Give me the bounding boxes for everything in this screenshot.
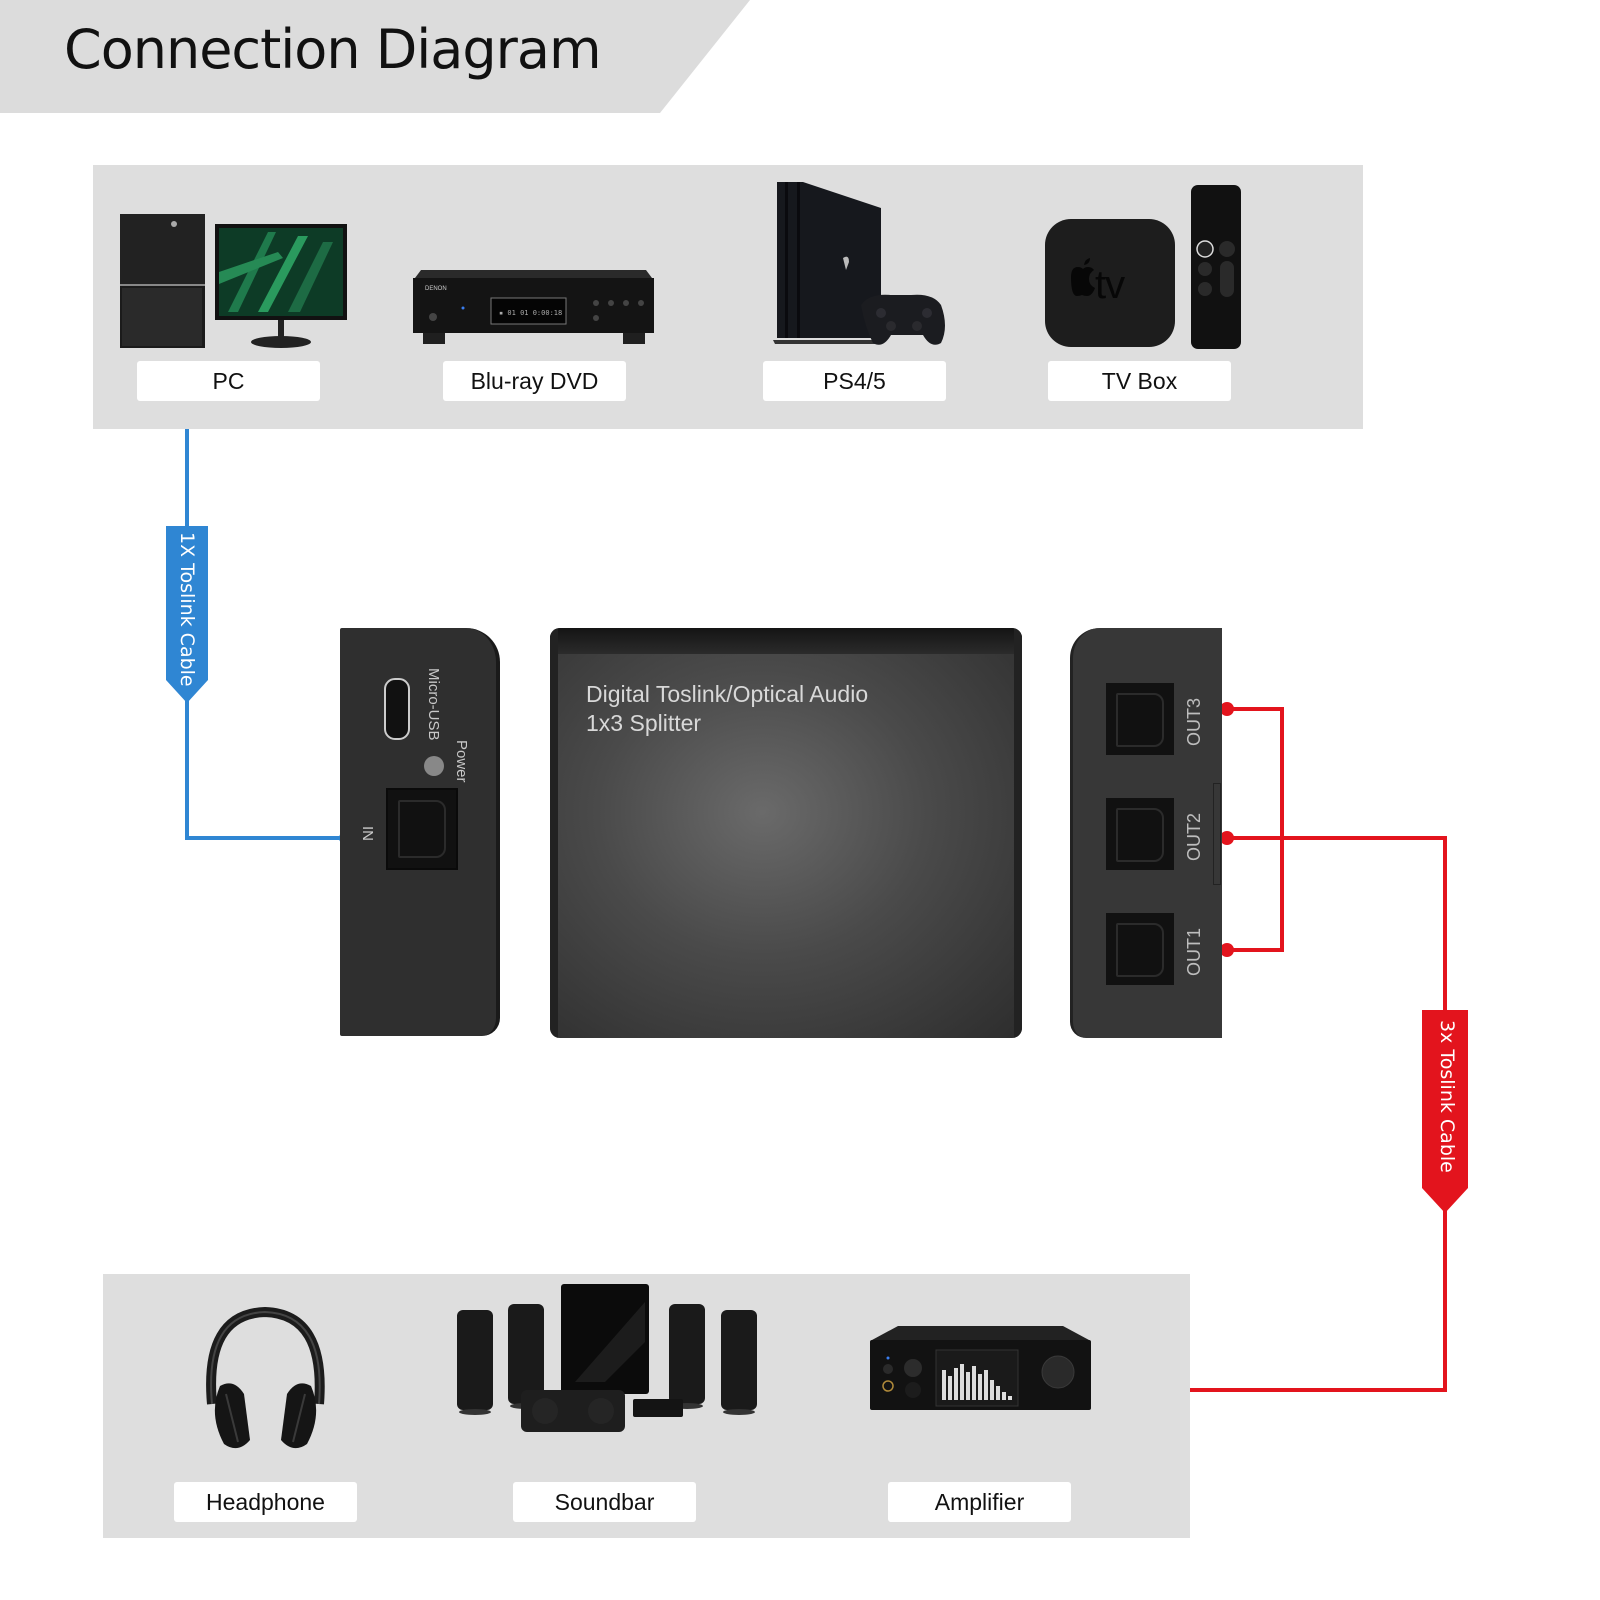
source-label-tvbox: TV Box — [1048, 361, 1231, 401]
source-label-ps: PS4/5 — [763, 361, 946, 401]
tvbox-logo: tv — [1095, 263, 1125, 307]
power-label: Power — [453, 740, 470, 783]
amplifier-icon — [868, 1324, 1093, 1414]
splitter-input-side: Micro-USB Power IN — [340, 628, 500, 1036]
out3-endpoint — [1220, 702, 1234, 716]
output-devices-panel: Headphone Soundbar — [103, 1274, 1190, 1538]
tv-box-icon: tv — [1043, 185, 1243, 350]
output-label-headphone: Headphone — [174, 1482, 357, 1522]
page-title: Connection Diagram — [64, 18, 602, 81]
optical-in-port[interactable] — [386, 788, 458, 870]
input-cable-label: 1X Toslink Cable — [176, 532, 198, 687]
source-label-bluray: Blu-ray DVD — [443, 361, 626, 401]
splitter-title-line1: Digital Toslink/Optical Audio — [586, 681, 869, 707]
out3-cable-line — [1227, 707, 1284, 952]
bluray-player-icon: DENON ▪ 01 01 0:00:18 — [411, 270, 656, 345]
splitter-title-line2: 1x3 Splitter — [586, 710, 702, 736]
out2-endpoint — [1220, 831, 1234, 845]
pc-icon — [118, 212, 358, 352]
output-label-soundbar: Soundbar — [513, 1482, 696, 1522]
output-label-amplifier: Amplifier — [888, 1482, 1071, 1522]
speaker-system-icon — [455, 1282, 765, 1432]
out2-cable-line — [1190, 836, 1447, 1392]
optical-out1-port[interactable] — [1106, 913, 1174, 985]
out2-label: OUT2 — [1184, 812, 1204, 861]
bluray-brand: DENON — [425, 286, 447, 292]
splitter-output-side: OUT3 OUT2 OUT1 — [1070, 628, 1222, 1038]
input-cable-line — [185, 429, 343, 840]
power-led-icon — [424, 756, 444, 776]
source-label-pc: PC — [137, 361, 320, 401]
out1-endpoint — [1220, 943, 1234, 957]
splitter-body: Digital Toslink/Optical Audio 1x3 Splitt… — [550, 628, 1022, 1038]
optical-out2-port[interactable] — [1106, 798, 1174, 870]
micro-usb-label: Micro-USB — [425, 668, 442, 741]
title-banner — [0, 0, 750, 113]
out1-label: OUT1 — [1184, 927, 1204, 976]
in-label: IN — [359, 826, 376, 841]
output-cable-label: 3x Toslink Cable — [1436, 1020, 1458, 1173]
game-console-icon — [773, 180, 948, 345]
out3-label: OUT3 — [1184, 697, 1204, 746]
source-devices-panel: PC DENON ▪ 01 01 0:00:18 Blu-ray DVD — [93, 165, 1363, 429]
micro-usb-port[interactable] — [384, 678, 410, 740]
svg-text:▪ 01 01 0:00:18: ▪ 01 01 0:00:18 — [499, 309, 562, 317]
optical-out3-port[interactable] — [1106, 683, 1174, 755]
headphone-icon — [198, 1304, 333, 1454]
